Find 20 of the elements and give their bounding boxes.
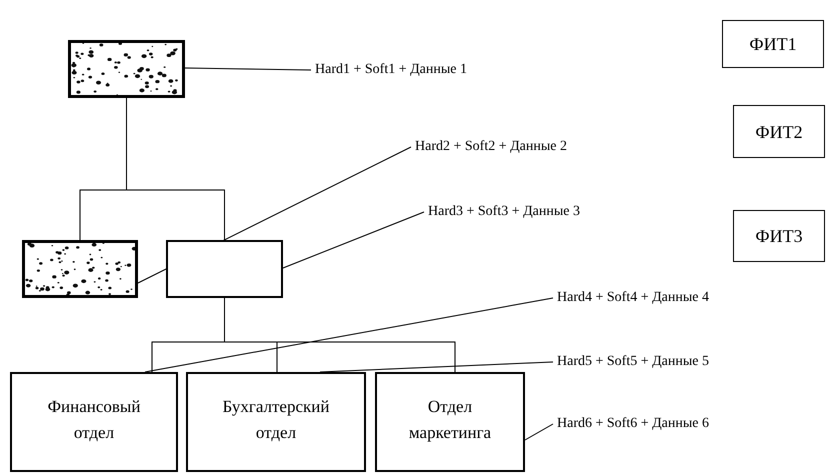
leader-line [184, 68, 312, 70]
connector-line [224, 298, 456, 372]
resource-label: Hard2 + Soft2 + Данные 2 [415, 137, 567, 157]
fit-box: ФИТ2 [733, 105, 825, 158]
resource-label: Hard6 + Soft6 + Данные 6 [557, 414, 709, 434]
leader-line [282, 212, 424, 268]
resource-label: Hard1 + Soft1 + Данные 1 [315, 60, 467, 80]
org-box [166, 240, 283, 298]
fit-box: ФИТ3 [733, 210, 825, 262]
leader-line [524, 424, 554, 440]
resource-label: Hard5 + Soft5 + Данные 5 [557, 352, 709, 372]
leader-line [320, 362, 554, 372]
leader-line [144, 298, 554, 372]
resource-label: Hard3 + Soft3 + Данные 3 [428, 202, 580, 222]
department-box: Бухгалтерский отдел [186, 372, 366, 472]
fit-box: ФИТ1 [722, 20, 824, 68]
resource-label: Hard4 + Soft4 + Данные 4 [557, 288, 709, 308]
connector-line [126, 98, 225, 240]
department-box: Финансовый отдел [10, 372, 178, 472]
department-box: Отдел маркетинга [375, 372, 525, 472]
